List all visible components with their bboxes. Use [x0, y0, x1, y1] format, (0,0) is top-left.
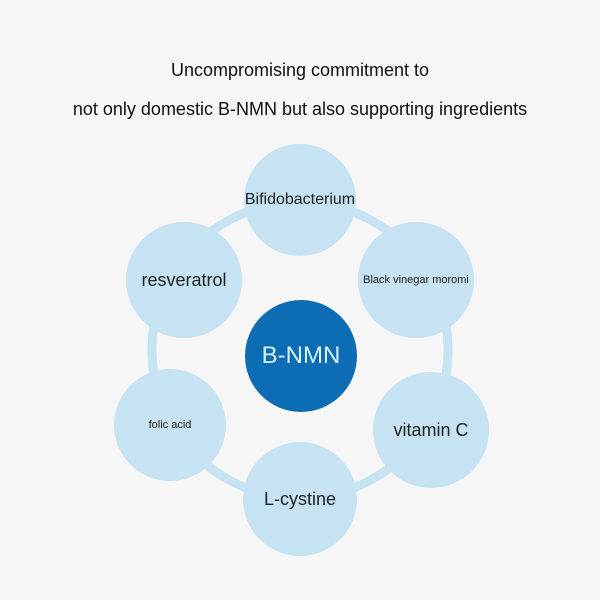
node-folic-acid: folic acid	[114, 369, 226, 481]
node-bifidobacterium: Bifidobacterium	[244, 144, 356, 256]
center-node-b-nmn: B-NMN	[245, 300, 357, 412]
node-vitamin-c: vitamin C	[373, 372, 489, 488]
title-line-1: Uncompromising commitment to	[170, 60, 430, 80]
node-black-vinegar-moromi: Black vinegar moromi	[358, 222, 474, 338]
title-line-2: not only domestic B-NMN but also support…	[72, 99, 528, 119]
node-resveratrol: resveratrol	[126, 222, 242, 338]
node-l-cystine: L-cystine	[243, 442, 357, 556]
